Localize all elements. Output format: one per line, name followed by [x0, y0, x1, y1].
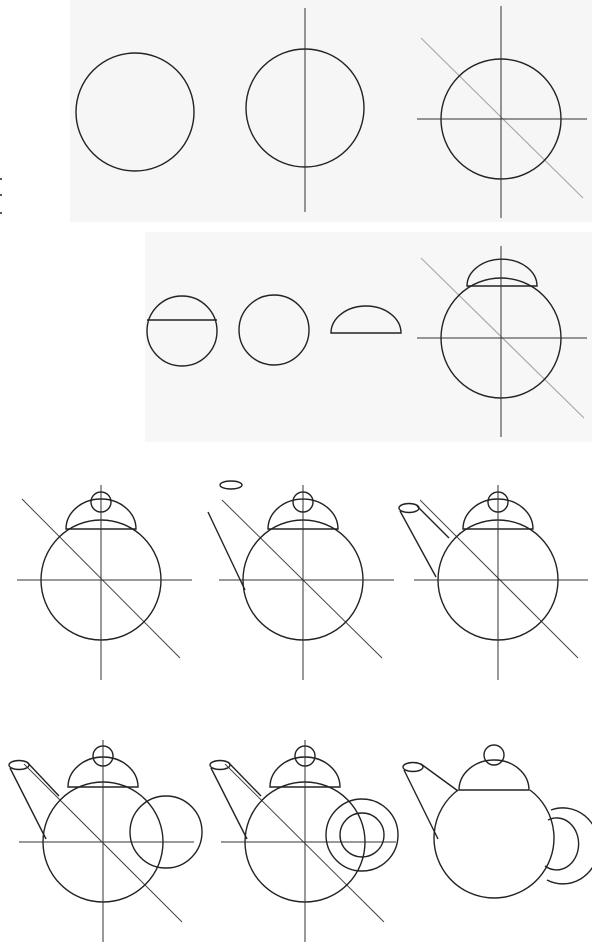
step-8-body-with-knob — [17, 485, 192, 680]
step-2-circle-with-vertical-guide — [246, 8, 364, 212]
step-9-spout-construction — [208, 481, 394, 680]
step-1-circle — [76, 53, 194, 171]
step-13-final-teapot — [403, 745, 592, 898]
step-5-small-circle — [239, 295, 309, 365]
step-6-dome-lid — [331, 306, 401, 333]
step-3-circle-with-cross-guides — [417, 6, 587, 218]
step-4-circle-split — [147, 296, 217, 366]
edge-dots — [0, 178, 2, 218]
step-7-body-with-lid — [417, 246, 587, 437]
step-11-handle-circle — [9, 740, 202, 942]
step-12-handle-inner-ring — [210, 740, 398, 942]
step-10-spout-added — [399, 485, 588, 680]
left-edge-mark — [0, 178, 2, 218]
